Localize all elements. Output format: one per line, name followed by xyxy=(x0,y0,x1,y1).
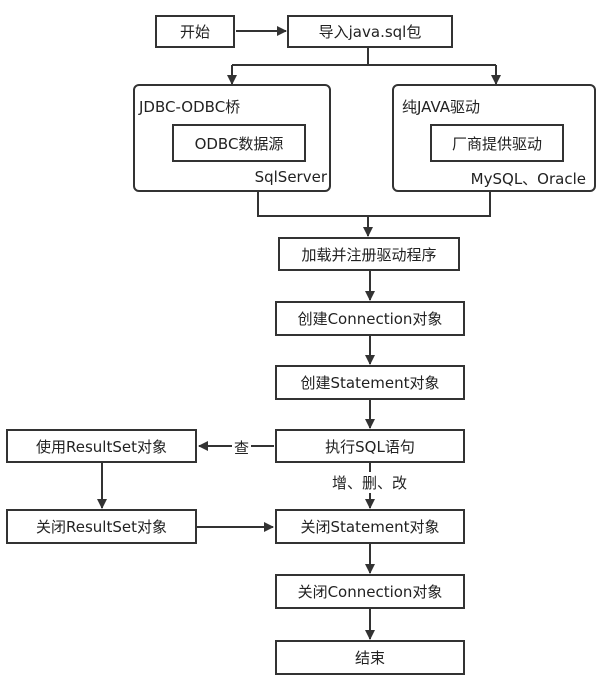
end-label: 结束 xyxy=(354,649,385,667)
create-connection-label: 创建Connection对象 xyxy=(297,310,443,328)
sqlserver-label: SqlServer xyxy=(254,168,327,186)
jdbc-odbc-label: JDBC-ODBC桥 xyxy=(139,98,241,116)
query-edge-label: 查 xyxy=(232,437,252,458)
update-edge-label: 增、删、改 xyxy=(330,472,410,493)
close-statement-node: 关闭Statement对象 xyxy=(275,509,465,544)
execute-sql-label: 执行SQL语句 xyxy=(325,437,415,456)
start-label: 开始 xyxy=(179,23,210,41)
close-statement-label: 关闭Statement对象 xyxy=(300,518,440,536)
pure-java-label: 纯JAVA驱动 xyxy=(402,98,481,116)
load-driver-label: 加载并注册驱动程序 xyxy=(301,245,437,264)
import-node: 导入java.sql包 xyxy=(287,15,453,48)
import-label: 导入java.sql包 xyxy=(318,23,422,41)
close-connection-node: 关闭Connection对象 xyxy=(275,574,465,609)
end-node: 结束 xyxy=(275,640,465,675)
use-resultset-label: 使用ResultSet对象 xyxy=(36,437,167,456)
odbc-source-label: ODBC数据源 xyxy=(194,134,284,153)
close-resultset-node: 关闭ResultSet对象 xyxy=(6,509,197,544)
mysql-oracle-label: MySQL、Oracle xyxy=(470,170,586,188)
create-statement-label: 创建Statement对象 xyxy=(300,374,440,392)
execute-sql-node: 执行SQL语句 xyxy=(275,429,465,463)
line-groups-merge xyxy=(257,192,491,217)
create-statement-node: 创建Statement对象 xyxy=(275,365,465,400)
create-connection-node: 创建Connection对象 xyxy=(275,301,465,336)
odbc-source-node: ODBC数据源 xyxy=(172,124,306,162)
start-node: 开始 xyxy=(155,15,235,48)
close-connection-label: 关闭Connection对象 xyxy=(297,583,443,601)
load-driver-node: 加载并注册驱动程序 xyxy=(278,237,460,271)
close-resultset-label: 关闭ResultSet对象 xyxy=(36,518,167,536)
vendor-driver-label: 厂商提供驱动 xyxy=(451,134,542,153)
use-resultset-node: 使用ResultSet对象 xyxy=(6,429,197,463)
vendor-driver-node: 厂商提供驱动 xyxy=(430,124,564,162)
